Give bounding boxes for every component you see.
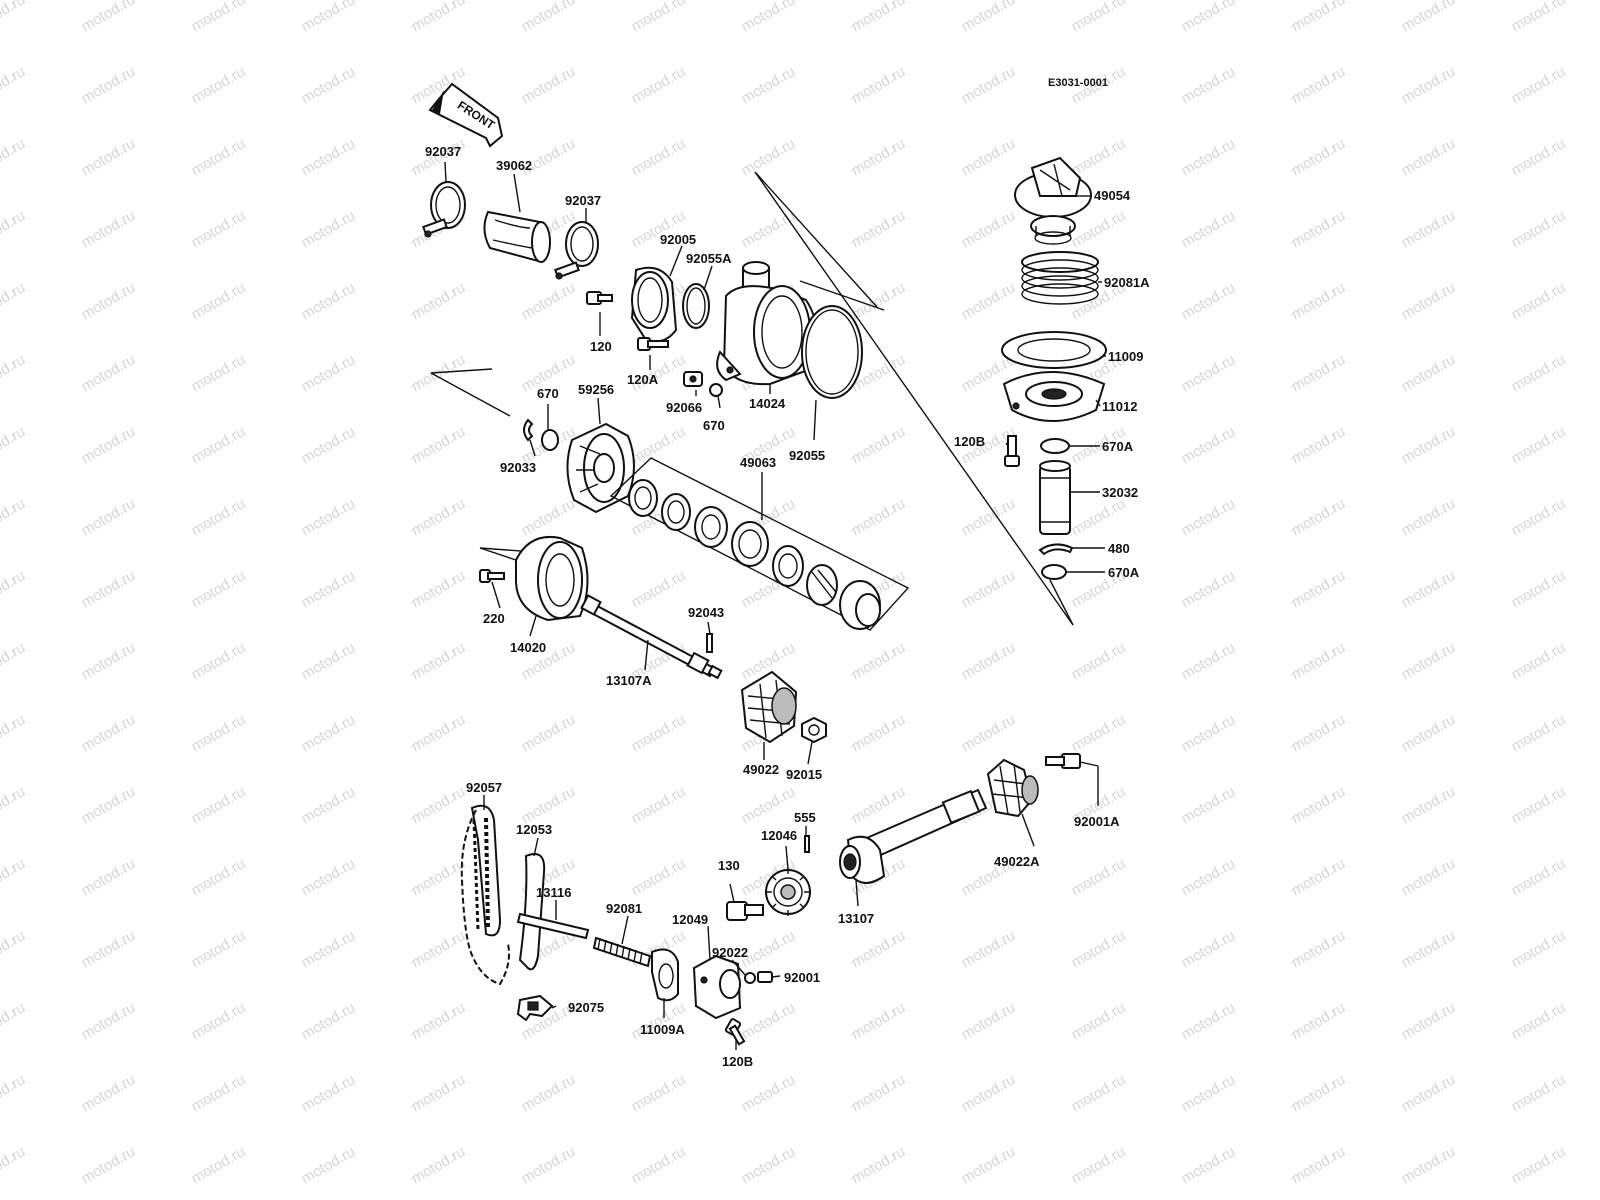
chain-guide [518, 853, 546, 971]
nut-92015 [801, 716, 827, 744]
pin-92043 [706, 633, 713, 653]
oil-pump-shaft [839, 788, 988, 884]
washer-and-bolt [744, 971, 773, 984]
label-670A: 670A [1102, 439, 1134, 454]
label-13107A: 13107A [606, 673, 652, 688]
gasket-11009A [651, 948, 679, 1002]
label-11009: 11009 [1108, 349, 1143, 364]
label-92066: 92066 [666, 400, 702, 415]
o-ring-670A-lower [1041, 564, 1067, 580]
label-32032: 32032 [1102, 485, 1138, 500]
label-92005: 92005 [660, 232, 696, 247]
label-92001A: 92001A [1074, 814, 1120, 829]
label-670: 670 [537, 386, 559, 401]
label-12049: 12049 [672, 912, 708, 927]
bolt-120B-lower [724, 1018, 746, 1046]
water-outlet-fitting [630, 266, 710, 343]
label-670A: 670A [1108, 565, 1140, 580]
label-12053: 12053 [516, 822, 552, 837]
label-13107: 13107 [838, 911, 874, 926]
label-120B: 120B [954, 434, 985, 449]
o-ring-92055 [801, 305, 863, 399]
label-670: 670 [703, 418, 725, 433]
label-14024: 14024 [749, 396, 786, 411]
label-92037: 92037 [565, 193, 601, 208]
pump-shaft [580, 594, 723, 680]
pump-body [479, 536, 589, 622]
label-49022: 49022 [743, 762, 779, 777]
guide-pin [516, 912, 590, 940]
water-pump-cover [716, 261, 818, 386]
label-14020: 14020 [510, 640, 546, 655]
label-92055: 92055 [789, 448, 825, 463]
o-ring-92055-inner [805, 309, 859, 395]
label-12046: 12046 [761, 828, 797, 843]
label-92022: 92022 [712, 945, 748, 960]
front-direction-arrow: FRONT [428, 82, 504, 148]
label-11012: 11012 [1102, 399, 1137, 414]
label-92001: 92001 [784, 970, 820, 985]
label-92055A: 92055A [686, 251, 732, 266]
circlip-480 [1038, 543, 1074, 556]
bevel-gear-lower [986, 758, 1039, 818]
label-49063: 49063 [740, 455, 776, 470]
label-92033: 92033 [500, 460, 536, 475]
label-49054: 49054 [1094, 188, 1131, 203]
label-11009A: 11009A [640, 1022, 685, 1037]
spring-92081A [1021, 251, 1099, 305]
bolt-130 [726, 901, 764, 921]
bolt-120A [637, 337, 669, 351]
hose-clamp-left [422, 181, 466, 238]
label-120B: 120B [722, 1054, 753, 1069]
label-49022A: 49022A [994, 854, 1040, 869]
sprocket-12046 [765, 868, 811, 916]
hose-clamp-right [554, 221, 599, 280]
drive-chain [460, 804, 510, 986]
bolt-92001A [1045, 753, 1081, 769]
label-555: 555 [794, 810, 816, 825]
label-92081: 92081 [606, 901, 642, 916]
label-92015: 92015 [786, 767, 822, 782]
label-92081A: 92081A [1104, 275, 1150, 290]
spring-92081 [592, 936, 652, 968]
label-92057: 92057 [466, 780, 502, 795]
label-92043: 92043 [688, 605, 724, 620]
pin-555 [804, 835, 810, 853]
water-pipe [1039, 460, 1071, 535]
bolt-120 [586, 291, 613, 305]
circlip-and-washer [523, 418, 559, 451]
bevel-gear [740, 670, 798, 744]
label-480: 480 [1108, 541, 1130, 556]
part-number-labels: 92037 39062 92037 92005 92055A 120 120A … [425, 144, 1150, 1069]
label-220: 220 [483, 611, 505, 626]
assembly-outline-lines [430, 171, 1074, 626]
clip-92075 [516, 994, 554, 1022]
thermostat [1014, 156, 1092, 245]
bolt-120B [1004, 435, 1020, 467]
label-130: 130 [718, 858, 740, 873]
label-59256: 59256 [578, 382, 614, 397]
label-120: 120 [590, 339, 612, 354]
label-13116: 13116 [536, 885, 571, 900]
drawing-code: E3031-0001 [1048, 77, 1108, 89]
chain-tensioner-body [692, 954, 742, 1020]
leader-lines [444, 161, 1106, 1050]
label-120A: 120A [627, 372, 659, 387]
coolant-hose [483, 210, 551, 264]
gasket-11009 [1001, 331, 1107, 369]
drain-plug [683, 371, 723, 397]
label-39062: 39062 [496, 158, 532, 173]
label-92037: 92037 [425, 144, 461, 159]
thermostat-housing [1002, 371, 1106, 422]
o-ring-670A-upper [1040, 438, 1070, 454]
label-92075: 92075 [568, 1000, 604, 1015]
impeller [566, 422, 635, 514]
mechanical-seal-kit [609, 457, 910, 631]
